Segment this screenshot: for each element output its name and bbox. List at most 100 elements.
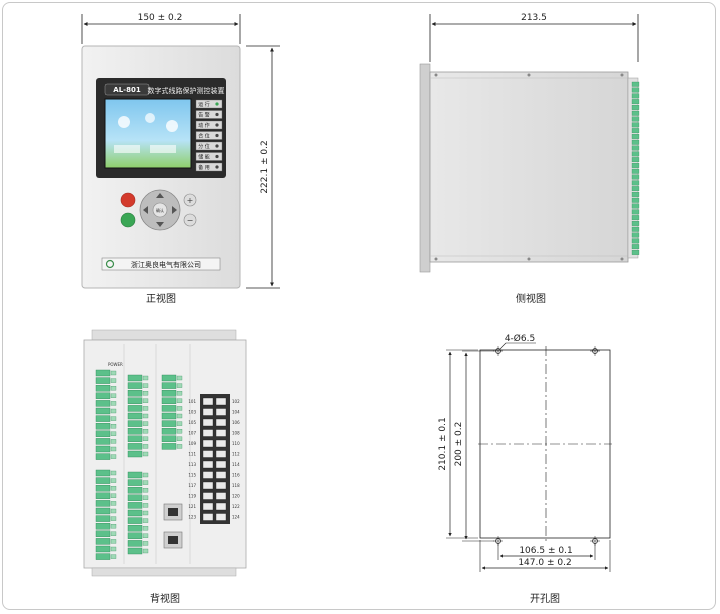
green-terminal[interactable] (127, 428, 143, 435)
green-terminal[interactable] (161, 405, 177, 412)
green-terminal[interactable] (95, 445, 111, 453)
green-terminal[interactable] (95, 453, 111, 460)
green-terminal[interactable] (127, 525, 143, 532)
screw-terminal[interactable] (202, 429, 214, 437)
screw-terminal[interactable] (202, 397, 214, 406)
minus-button[interactable] (183, 213, 197, 227)
green-terminal[interactable] (127, 517, 143, 524)
screw-terminal[interactable] (202, 502, 214, 511)
green-terminal[interactable] (127, 540, 143, 547)
green-terminal[interactable] (161, 382, 177, 389)
green-terminal[interactable] (127, 494, 143, 501)
screw-terminal[interactable] (202, 460, 214, 469)
arrow-up-icon[interactable] (156, 193, 164, 198)
ok-key-label: 确认 (156, 207, 164, 213)
green-terminal[interactable] (95, 423, 111, 430)
screw-terminal[interactable] (215, 481, 227, 490)
green-terminal[interactable] (127, 405, 143, 412)
green-terminal[interactable] (161, 428, 177, 435)
green-terminal[interactable] (127, 479, 143, 486)
green-terminal[interactable] (127, 420, 143, 427)
screw-terminal[interactable] (215, 460, 227, 469)
green-terminal[interactable] (127, 382, 143, 389)
green-terminal[interactable] (127, 374, 143, 382)
green-terminal[interactable] (95, 485, 111, 492)
screw-terminal[interactable] (215, 471, 227, 479)
outer-height-label: 210.1 ± 0.1 (438, 417, 448, 470)
screw-terminal[interactable] (215, 502, 227, 511)
screw-terminal[interactable] (202, 492, 214, 500)
green-button[interactable] (120, 212, 136, 228)
green-terminal[interactable] (127, 547, 143, 555)
screw-terminal[interactable] (202, 513, 214, 521)
green-terminal[interactable] (127, 390, 143, 397)
green-terminal[interactable] (95, 377, 111, 384)
screw-terminal[interactable] (202, 439, 214, 448)
screw-terminal[interactable] (202, 418, 214, 427)
screw-terminal[interactable] (215, 492, 227, 500)
screw-terminal[interactable] (215, 418, 227, 427)
indicator-label: 运 行 (198, 101, 210, 108)
green-terminal[interactable] (127, 450, 143, 458)
green-terminal[interactable] (127, 509, 143, 517)
side-terminal (631, 197, 640, 203)
green-terminal[interactable] (127, 487, 143, 494)
green-terminal[interactable] (95, 545, 111, 553)
ok-button[interactable] (152, 202, 168, 218)
green-terminal[interactable] (127, 397, 143, 404)
green-terminal[interactable] (127, 471, 143, 479)
green-terminal[interactable] (161, 397, 177, 404)
screw-terminal[interactable] (215, 429, 227, 437)
green-terminal[interactable] (161, 374, 177, 382)
green-terminal[interactable] (95, 507, 111, 515)
screw-terminal[interactable] (215, 408, 227, 416)
green-terminal[interactable] (95, 407, 111, 415)
green-terminal[interactable] (95, 469, 111, 477)
arrow-left-icon[interactable] (143, 206, 148, 214)
terminal-number-right: 118 (232, 483, 240, 488)
arrow-down-icon[interactable] (156, 222, 164, 227)
terminal-screw (110, 431, 117, 436)
green-terminal[interactable] (95, 369, 111, 377)
green-terminal[interactable] (95, 400, 111, 407)
green-terminal[interactable] (95, 430, 111, 437)
green-terminal[interactable] (95, 492, 111, 499)
green-terminal[interactable] (95, 538, 111, 545)
terminal-screw (176, 421, 183, 426)
green-terminal[interactable] (95, 385, 111, 392)
green-terminal[interactable] (161, 443, 177, 450)
green-terminal[interactable] (95, 477, 111, 484)
red-reset-button[interactable] (120, 192, 136, 208)
indicator-2 (195, 120, 223, 130)
terminal-screw (142, 391, 149, 396)
green-terminal[interactable] (127, 532, 143, 539)
screw-terminal[interactable] (215, 439, 227, 448)
arrow-right-icon[interactable] (172, 206, 177, 214)
green-terminal[interactable] (127, 502, 143, 509)
side-terminal (631, 186, 640, 192)
green-terminal[interactable] (95, 415, 111, 422)
terminal-number-left: 113 (188, 462, 196, 467)
green-terminal[interactable] (161, 412, 177, 420)
green-terminal[interactable] (161, 390, 177, 397)
green-terminal[interactable] (95, 523, 111, 530)
green-terminal[interactable] (161, 420, 177, 427)
screw-terminal[interactable] (215, 513, 227, 521)
screw-terminal[interactable] (215, 450, 227, 458)
green-terminal[interactable] (127, 412, 143, 420)
screw-terminal[interactable] (202, 471, 214, 479)
green-terminal[interactable] (127, 435, 143, 442)
green-terminal[interactable] (95, 392, 111, 399)
screw-terminal[interactable] (202, 481, 214, 490)
green-terminal[interactable] (95, 530, 111, 537)
screw-terminal[interactable] (202, 450, 214, 458)
green-terminal[interactable] (95, 438, 111, 445)
green-terminal[interactable] (161, 435, 177, 442)
green-terminal[interactable] (95, 553, 111, 560)
green-terminal[interactable] (95, 500, 111, 507)
screw-terminal[interactable] (202, 408, 214, 416)
screw-terminal[interactable] (215, 397, 227, 406)
green-terminal[interactable] (127, 443, 143, 450)
plus-button[interactable] (183, 193, 197, 207)
green-terminal[interactable] (95, 515, 111, 522)
